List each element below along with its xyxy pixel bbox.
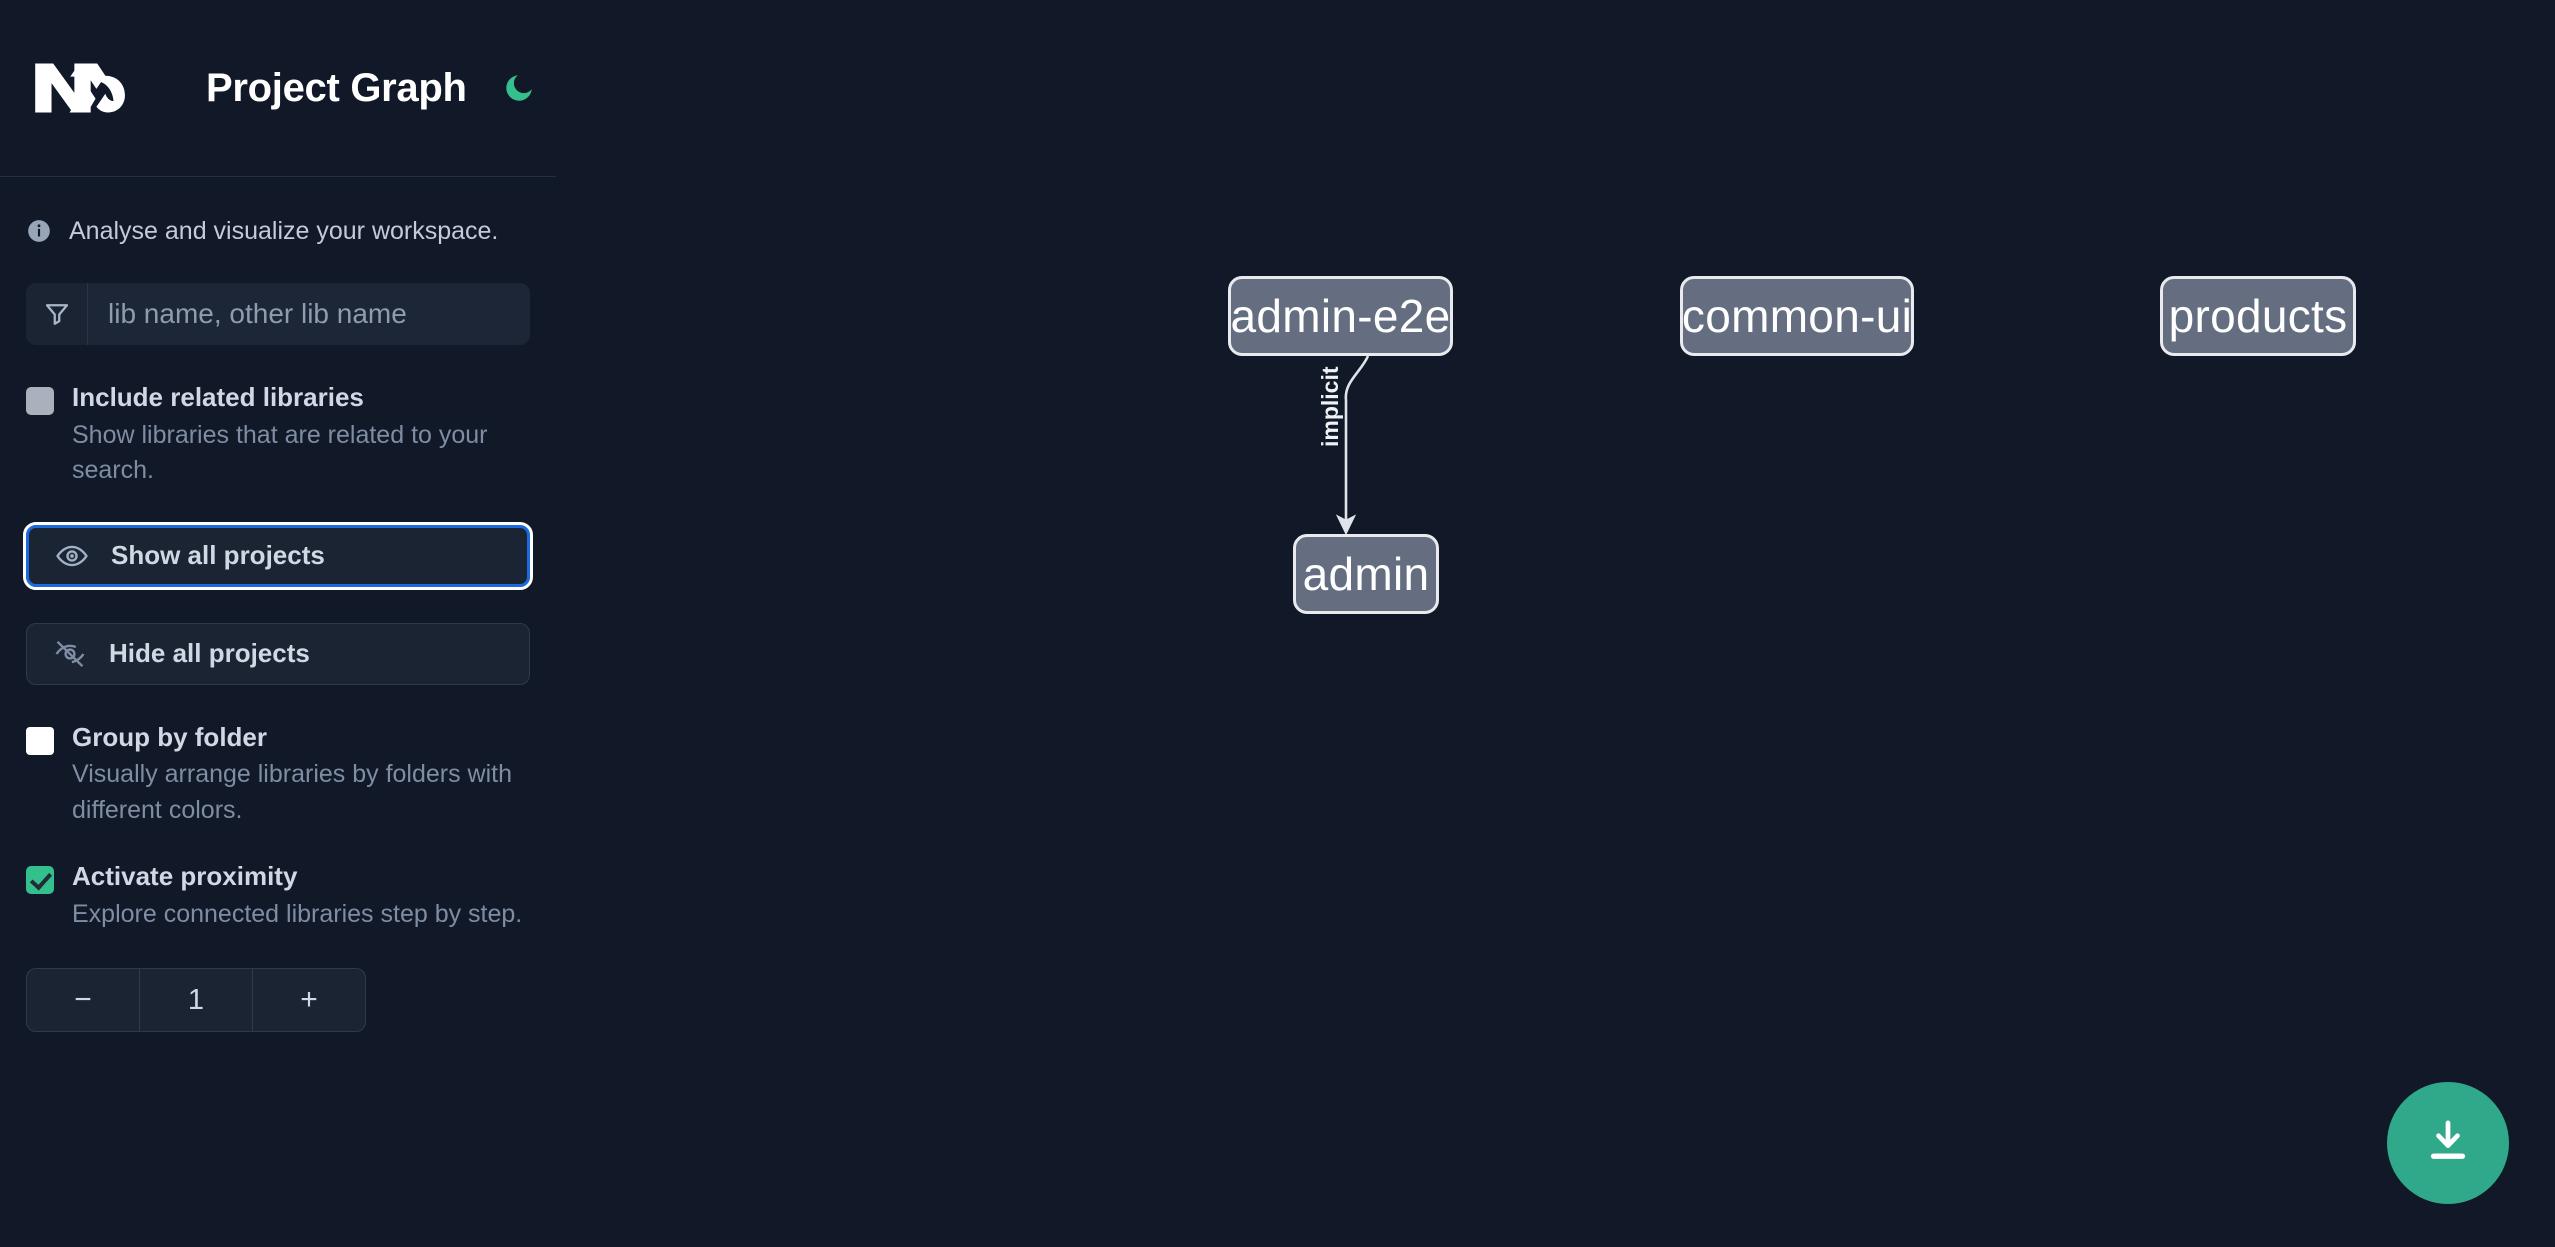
info-circle-icon (26, 218, 52, 244)
filter-funnel-icon (26, 283, 88, 345)
sidebar-body: Analyse and visualize your workspace. In… (0, 177, 556, 1032)
eye-icon (55, 539, 89, 573)
option-include-related-libraries[interactable]: Include related libraries Show libraries… (26, 381, 530, 489)
proximity-stepper: − 1 + (26, 968, 366, 1032)
moon-icon[interactable] (497, 66, 541, 110)
edge-admin-e2e-to-admin (1335, 355, 1370, 536)
proximity-decrement-button[interactable]: − (74, 983, 92, 1016)
hide-all-projects-button[interactable]: Hide all projects (26, 622, 530, 685)
group-by-folder-checkbox[interactable] (26, 726, 54, 755)
include-related-libraries-description: Show libraries that are related to your … (72, 420, 488, 485)
group-by-folder-label: Group by folder (72, 721, 267, 752)
graph-node-common-ui[interactable]: common-ui (1680, 276, 1914, 356)
workspace-info: Analyse and visualize your workspace. (26, 177, 530, 277)
proximity-increment-button[interactable]: + (252, 969, 365, 1031)
activate-proximity-checkbox[interactable] (26, 866, 54, 894)
show-all-projects-label: Show all projects (111, 540, 325, 570)
option-group-by-folder[interactable]: Group by folder Visually arrange librari… (26, 721, 530, 829)
activate-proximity-label: Activate proximity (72, 861, 298, 891)
download-graph-button[interactable] (2387, 1082, 2509, 1204)
graph-node-products[interactable]: products (2160, 276, 2356, 356)
graph-node-admin[interactable]: admin (1293, 534, 1439, 614)
sidebar: Project Graph Analyse and visualize your… (0, 0, 556, 1247)
option-activate-proximity[interactable]: Activate proximity Explore connected lib… (26, 860, 530, 932)
activate-proximity-description: Explore connected libraries step by step… (72, 899, 523, 928)
page-title: Project Graph (206, 65, 467, 110)
graph-node-admin-e2e[interactable]: admin-e2e (1228, 276, 1453, 356)
workspace-info-text: Analyse and visualize your workspace. (69, 216, 499, 245)
proximity-value: 1 (139, 969, 252, 1031)
search-input[interactable] (88, 283, 530, 345)
include-related-libraries-checkbox[interactable] (26, 387, 54, 415)
nx-logo-icon (26, 57, 126, 119)
eye-off-icon (53, 637, 87, 671)
include-related-libraries-label: Include related libraries (72, 382, 364, 412)
search-box (26, 283, 530, 345)
show-all-projects-button[interactable]: Show all projects (23, 521, 533, 590)
download-icon (2421, 1115, 2475, 1172)
graph-canvas[interactable]: implicit implicit admin-e2e common-ui pr… (556, 0, 2555, 1247)
graph-edges (1335, 355, 1370, 536)
group-by-folder-description: Visually arrange libraries by folders wi… (72, 760, 513, 824)
edge-label-admin: implicit (1317, 366, 1343, 447)
sidebar-header: Project Graph (0, 0, 556, 177)
hide-all-projects-label: Hide all projects (109, 638, 310, 668)
